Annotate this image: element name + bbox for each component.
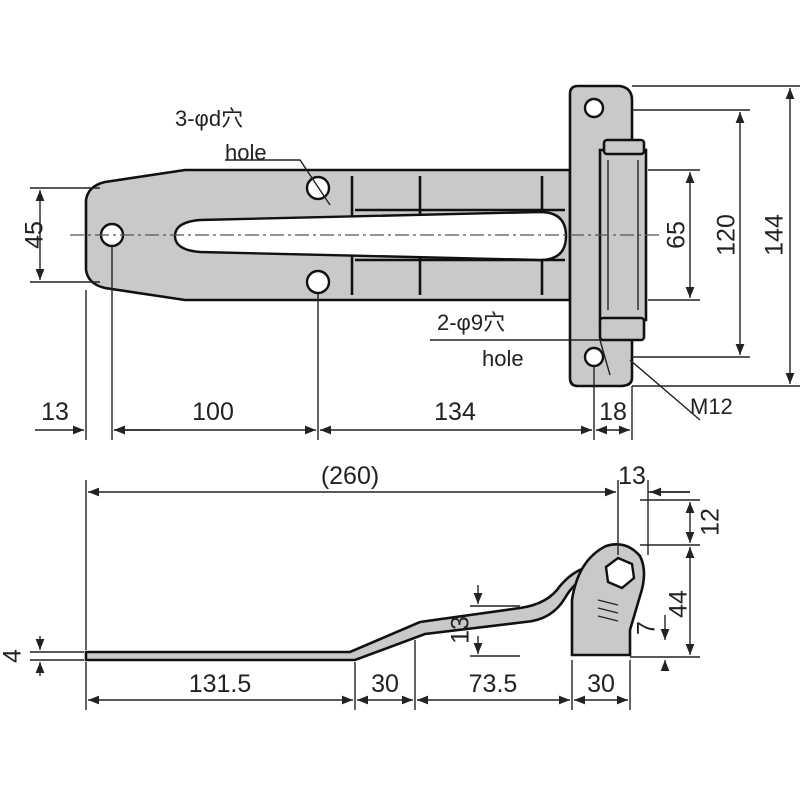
dim-18: 18 (599, 398, 627, 426)
callout-holes-d-en: hole (225, 140, 267, 165)
bottom-dim-lines (35, 246, 633, 440)
side-view: (260) 13 12 44 7 4 13 131.5 30 73.5 30 (0, 462, 725, 710)
bracket-hole-top (583, 97, 605, 119)
callout-holes-9-en: hole (482, 346, 524, 371)
dim-12: 12 (697, 508, 725, 536)
dim-100: 100 (192, 398, 234, 426)
dim-45-lines (30, 187, 100, 283)
dim-side-30b: 30 (587, 670, 615, 698)
dim-131-5: 131.5 (189, 670, 252, 698)
m12-nut (598, 316, 646, 342)
dim-side-30a: 30 (371, 670, 399, 698)
dim-65: 65 (663, 221, 691, 249)
dim-120: 120 (713, 214, 741, 256)
dim-144: 144 (761, 214, 789, 256)
side-dim-lines (30, 480, 700, 710)
dim-side-13: 13 (618, 462, 646, 490)
dim-7: 7 (633, 621, 661, 635)
pin-head (602, 138, 646, 156)
side-nut (604, 556, 636, 590)
callout-holes-9: 2-φ9穴 (437, 310, 505, 335)
top-view: 45 65 120 144 13 (21, 84, 800, 440)
bracket-hole-bottom (583, 346, 605, 368)
dim-thickness-4: 4 (0, 649, 27, 663)
right-dim-lines (632, 85, 800, 387)
side-bracket (570, 543, 646, 657)
side-spring (597, 599, 619, 622)
leaf-hole-bottom (305, 269, 331, 295)
leaf-slot (173, 210, 568, 262)
dim-44: 44 (665, 590, 693, 618)
callout-holes-d: 3-φd穴 (175, 106, 243, 131)
dim-rise-13: 13 (447, 616, 475, 644)
dim-73-5: 73.5 (469, 670, 518, 698)
dim-260: (260) (321, 462, 379, 490)
dim-13: 13 (41, 398, 69, 426)
callout-m12: M12 (690, 394, 733, 419)
dim-134: 134 (434, 398, 476, 426)
callout-leaders (225, 159, 701, 421)
side-leaf-profile (84, 566, 592, 662)
dim-slot-height: 45 (21, 221, 49, 249)
